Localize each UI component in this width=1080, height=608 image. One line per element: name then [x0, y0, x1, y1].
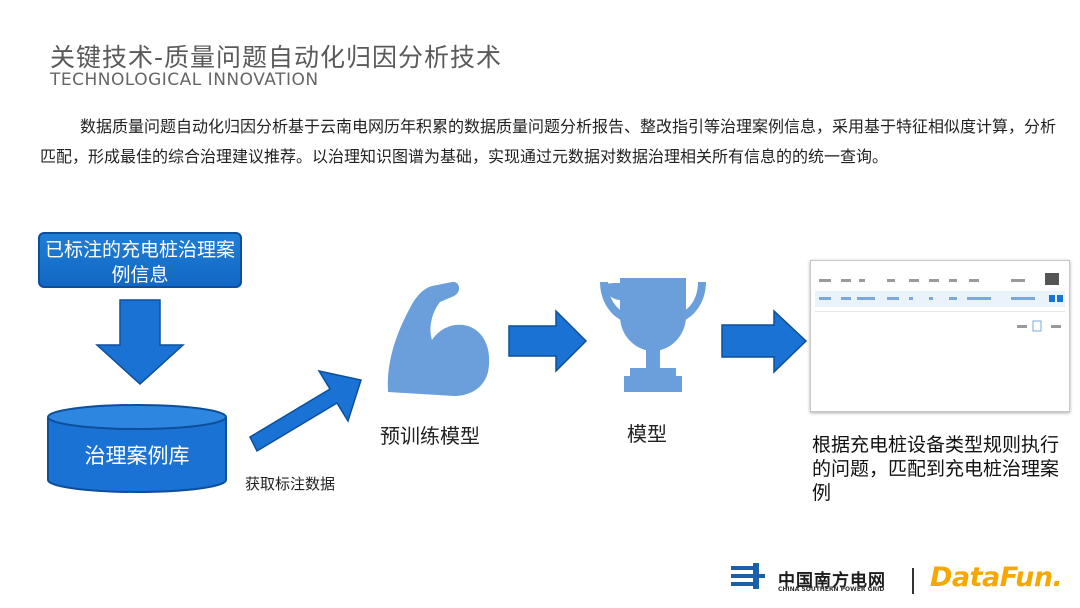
page-subtitle: TECHNOLOGICAL INNOVATION	[50, 70, 319, 90]
get-labeled-data-label: 获取标注数据	[245, 475, 336, 493]
trophy-icon	[600, 278, 706, 392]
arrow-right-2	[721, 309, 808, 374]
arrow-down	[95, 299, 185, 386]
labeled-data-box: 已标注的充电桩治理案例信息	[38, 232, 242, 288]
arrow-diagonal	[249, 369, 362, 453]
csg-logo-text-en: CHINA SOUTHERN POWER GRID	[778, 586, 885, 593]
result-label: 根据充电桩设备类型规则执行的问题，匹配到充电桩治理案例	[812, 434, 1060, 504]
flexed-arm-icon	[387, 281, 490, 396]
csg-logo-icon	[731, 563, 765, 589]
case-db-label: 治理案例库	[84, 444, 190, 468]
csg-logo-text-cn: 中国南方电网	[778, 571, 886, 591]
model-label: 模型	[627, 422, 667, 446]
table-thumbnail-drawing	[815, 273, 1065, 332]
result-screenshot-thumbnail	[810, 260, 1070, 412]
datafun-logo: DataFun.	[930, 562, 1063, 593]
arrow-right-1	[508, 309, 588, 373]
pretrain-model-label: 预训练模型	[380, 424, 480, 448]
page-title: 关键技术-质量问题自动化归因分析技术	[50, 43, 503, 72]
intro-paragraph: 数据质量问题自动化归因分析基于云南电网历年积累的数据质量问题分析报告、整改指引等…	[40, 117, 1057, 166]
logo-separator	[912, 568, 914, 594]
database-cylinder	[47, 404, 227, 493]
